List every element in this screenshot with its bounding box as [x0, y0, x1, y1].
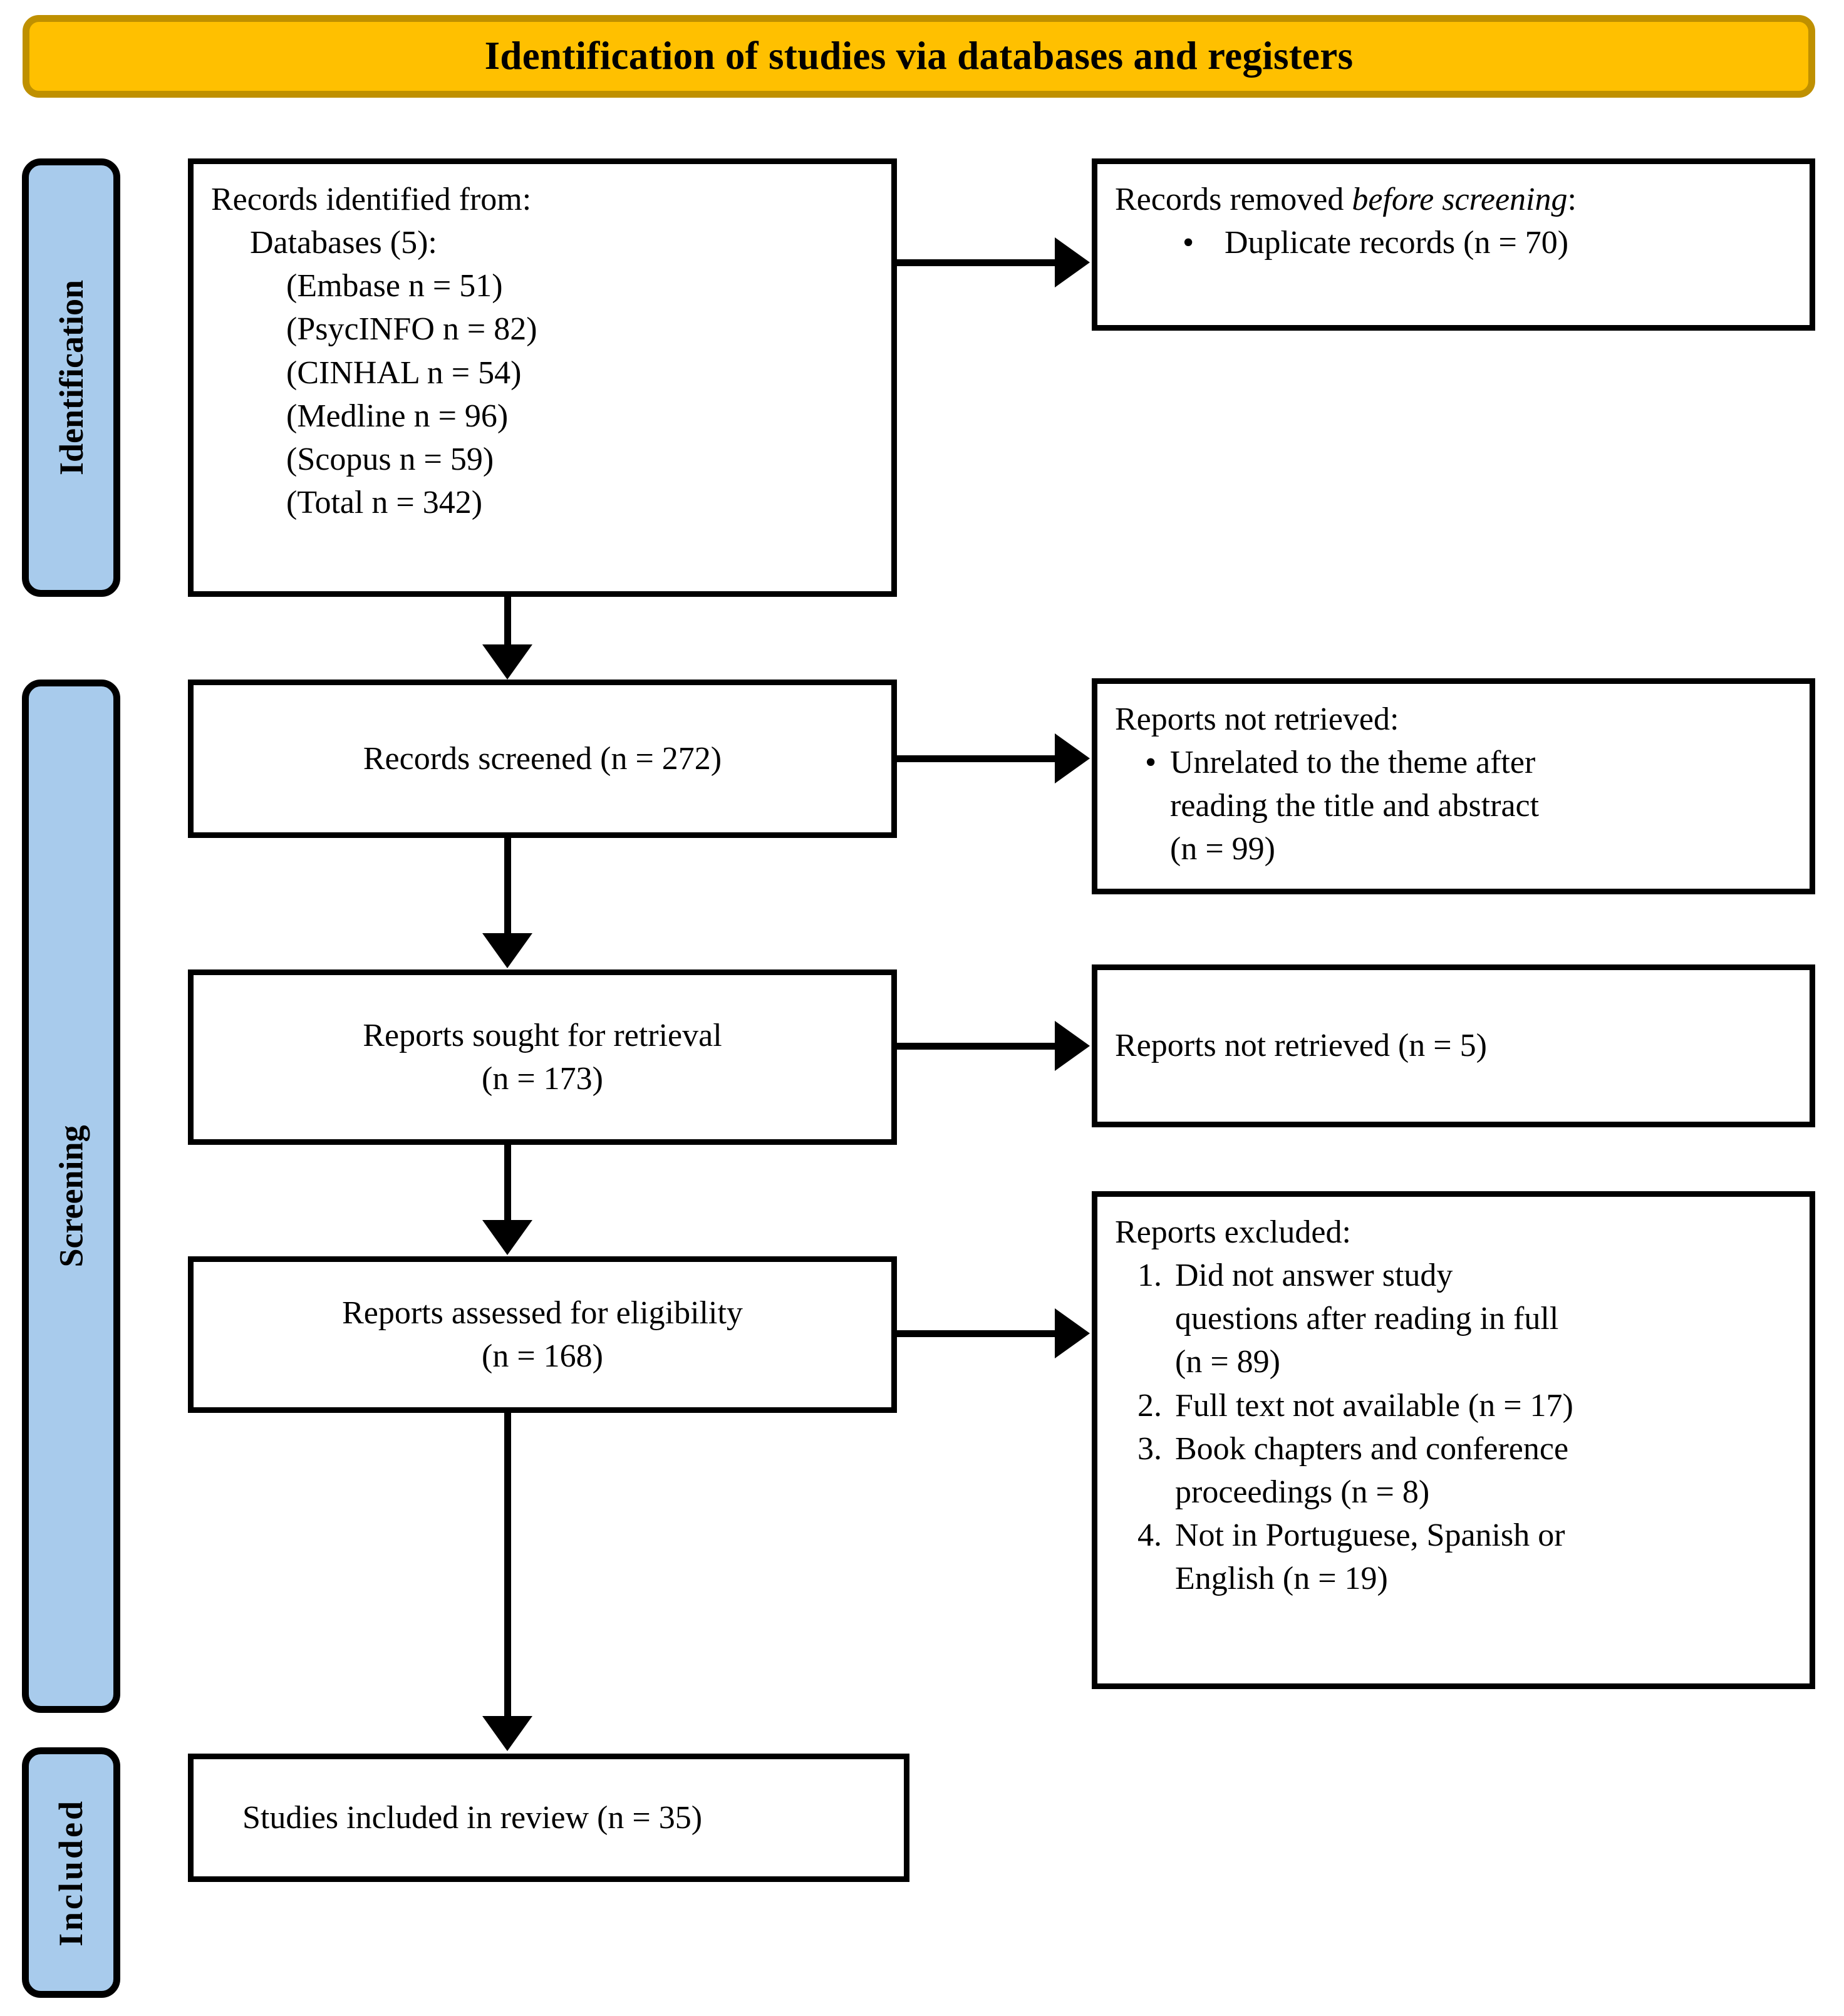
reports-not-retrieved-list: • Unrelated to the theme after reading t…	[1115, 741, 1792, 871]
stage-label-identification-text: Identification	[52, 279, 90, 476]
box-studies-included-in-review: Studies included in review (n = 35)	[188, 1754, 909, 1882]
excluded-reason-3-line-1: Book chapters and conference	[1175, 1430, 1569, 1467]
bullet-icon: •	[1183, 225, 1194, 261]
database-count-psycinfo: (PsycINFO n = 82)	[286, 311, 537, 348]
box-reports-not-retrieved-reasons: Reports not retrieved: • Unrelated to th…	[1092, 678, 1815, 894]
reports-excluded-heading: Reports excluded:	[1115, 1214, 1351, 1250]
box-records-removed-before-screening: Records removed before screening: • Dupli…	[1092, 158, 1815, 331]
unrelated-reason-line-2: reading the title and abstract	[1170, 788, 1540, 824]
reports-assessed-label: Reports assessed for eligibility	[342, 1295, 743, 1331]
connector-screened-to-not-retrieved-line	[897, 755, 1055, 762]
list-marker-1: 1.	[1137, 1258, 1162, 1294]
connector-sought-to-not-retrieved-count-line	[897, 1043, 1055, 1050]
database-count-total: (Total n = 342)	[286, 485, 483, 521]
connector-identified-to-removed-line	[897, 259, 1055, 266]
connector-sought-to-assessed-line	[504, 1145, 511, 1221]
stage-label-included: Included	[22, 1747, 120, 1998]
database-count-scopus: (Scopus n = 59)	[286, 441, 494, 477]
unrelated-reason-line-3: (n = 99)	[1170, 831, 1275, 867]
unrelated-reason-line-1: Unrelated to the theme after	[1170, 745, 1536, 781]
diagram-title: Identification of studies via databases …	[484, 34, 1354, 78]
list-item: 3. Book chapters and conference proceedi…	[1115, 1427, 1792, 1514]
connector-screened-to-sought-arrow-icon	[482, 933, 532, 968]
box-reports-sought-for-retrieval: Reports sought for retrieval (n = 173)	[188, 969, 897, 1145]
stage-label-screening-text: Screening	[52, 1125, 90, 1268]
records-removed-heading-plain: Records removed	[1115, 182, 1352, 217]
reports-sought-count: (n = 173)	[482, 1061, 603, 1097]
connector-assessed-to-excluded-arrow-icon	[1055, 1308, 1090, 1358]
stage-label-screening: Screening	[22, 680, 120, 1713]
excluded-reason-1-line-2: questions after reading in full	[1175, 1301, 1559, 1337]
connector-assessed-to-excluded-line	[897, 1330, 1055, 1337]
list-item: 1. Did not answer study questions after …	[1115, 1254, 1792, 1383]
connector-sought-to-assessed-arrow-icon	[482, 1220, 532, 1255]
excluded-reason-1-line-3: (n = 89)	[1175, 1344, 1280, 1380]
excluded-reason-4-line-2: English (n = 19)	[1175, 1561, 1388, 1597]
list-item: • Unrelated to the theme after reading t…	[1115, 741, 1792, 871]
list-marker-4: 4.	[1137, 1517, 1162, 1554]
box-reports-excluded: Reports excluded: 1. Did not answer stud…	[1092, 1191, 1815, 1689]
database-count-embase: (Embase n = 51)	[286, 268, 503, 304]
connector-screened-to-not-retrieved-arrow-icon	[1055, 733, 1090, 783]
connector-identified-to-removed-arrow-icon	[1055, 237, 1090, 287]
reports-excluded-list: 1. Did not answer study questions after …	[1115, 1254, 1792, 1600]
reports-not-retrieved-heading: Reports not retrieved:	[1115, 701, 1399, 737]
excluded-reason-2-line-1: Full text not available (n = 17)	[1175, 1387, 1573, 1424]
records-removed-heading: Records removed before screening:	[1115, 178, 1792, 221]
connector-assessed-to-included-line	[504, 1413, 511, 1717]
records-screened-count: Records screened (n = 272)	[363, 740, 722, 777]
stage-label-included-text: Included	[52, 1798, 90, 1947]
reports-not-retrieved-count: Reports not retrieved (n = 5)	[1115, 1028, 1487, 1064]
connector-screened-to-sought-line	[504, 838, 511, 934]
list-item: 2. Full text not available (n = 17)	[1115, 1384, 1792, 1427]
connector-sought-to-not-retrieved-count-arrow-icon	[1055, 1021, 1090, 1071]
excluded-reason-3-line-2: proceedings (n = 8)	[1175, 1474, 1430, 1510]
records-identified-subheading: Databases (5):	[250, 225, 437, 261]
records-removed-heading-suffix: :	[1567, 182, 1577, 217]
studies-included-count: Studies included in review (n = 35)	[242, 1799, 703, 1836]
list-marker-2: 2.	[1137, 1387, 1162, 1424]
list-item: • Duplicate records (n = 70)	[1115, 221, 1792, 264]
list-item: 4. Not in Portuguese, Spanish or English…	[1115, 1514, 1792, 1600]
connector-identified-to-screened-line	[504, 597, 511, 646]
list-marker-3: 3.	[1137, 1430, 1162, 1467]
box-reports-assessed-for-eligibility: Reports assessed for eligibility (n = 16…	[188, 1256, 897, 1413]
database-count-cinhal: (CINHAL n = 54)	[286, 354, 522, 391]
connector-assessed-to-included-arrow-icon	[482, 1716, 532, 1751]
reports-assessed-count: (n = 168)	[482, 1338, 603, 1374]
bullet-icon: •	[1145, 745, 1157, 781]
box-records-screened: Records screened (n = 272)	[188, 680, 897, 838]
records-removed-heading-italic: before screening	[1352, 182, 1568, 217]
box-records-identified: Records identified from: Databases (5): …	[188, 158, 897, 597]
duplicate-records-count: Duplicate records (n = 70)	[1225, 225, 1569, 261]
database-count-medline: (Medline n = 96)	[286, 398, 509, 434]
excluded-reason-1-line-1: Did not answer study	[1175, 1258, 1453, 1294]
diagram-header-banner: Identification of studies via databases …	[23, 15, 1815, 98]
excluded-reason-4-line-1: Not in Portuguese, Spanish or	[1175, 1517, 1565, 1554]
records-removed-list: • Duplicate records (n = 70)	[1115, 221, 1792, 264]
connector-identified-to-screened-arrow-icon	[482, 644, 532, 680]
records-identified-heading: Records identified from:	[211, 182, 532, 217]
stage-label-identification: Identification	[22, 158, 120, 597]
box-reports-not-retrieved-count: Reports not retrieved (n = 5)	[1092, 964, 1815, 1127]
reports-sought-label: Reports sought for retrieval	[363, 1017, 722, 1053]
